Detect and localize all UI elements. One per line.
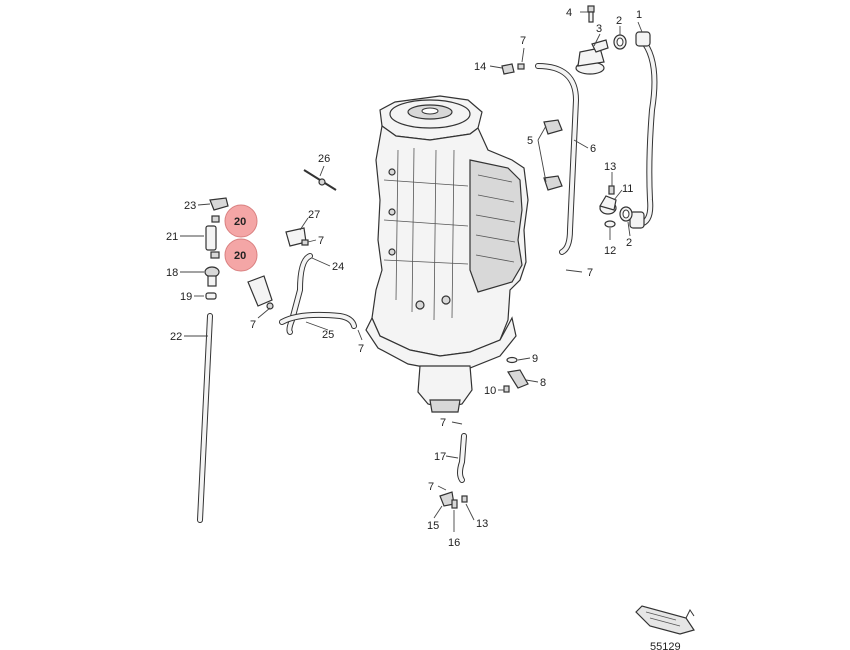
fitting-13-bottom [461, 495, 468, 503]
tube-21 [205, 225, 217, 251]
callout-27: 27 [308, 209, 320, 221]
hose-17 [457, 433, 467, 483]
callout-15: 15 [427, 520, 439, 532]
callout-20-bottom: 20 [234, 250, 246, 262]
callout-24: 24 [332, 261, 344, 273]
callout-6: 6 [590, 143, 596, 155]
callout-7-bottom: 7 [428, 481, 434, 493]
callout-22: 22 [170, 331, 182, 343]
callout-26: 26 [318, 153, 330, 165]
callout-21: 21 [166, 231, 178, 243]
highlight-20-bottom[interactable] [210, 238, 258, 272]
fitting-11 [599, 195, 617, 215]
clip-5 [543, 119, 563, 191]
callout-7-lower: 7 [440, 417, 446, 429]
callout-16: 16 [448, 537, 460, 549]
tube-6 [535, 63, 579, 255]
engine-block [365, 95, 529, 413]
callout-7-bracket: 7 [250, 319, 256, 331]
callout-13-top: 13 [604, 161, 616, 173]
gasket-12 [604, 220, 616, 228]
fitting-19 [205, 292, 217, 300]
callout-25: 25 [322, 329, 334, 341]
callout-5: 5 [527, 135, 533, 147]
callout-20-top: 20 [234, 216, 246, 228]
oring-9 [506, 356, 518, 364]
callout-11: 11 [622, 183, 633, 195]
callout-7-hose25: 7 [358, 343, 364, 355]
callout-14: 14 [474, 61, 486, 73]
tube-22 [197, 313, 213, 523]
callout-7-fitting27: 7 [318, 235, 324, 247]
callout-9: 9 [532, 353, 538, 365]
callout-13-bottom: 13 [476, 518, 488, 530]
figure-id: 55129 [650, 641, 681, 650]
hose-25 [279, 311, 357, 329]
callout-19: 19 [180, 291, 192, 303]
screw-13-top [608, 185, 615, 195]
callout-18: 18 [166, 267, 178, 279]
figure-id-block: 55129 [635, 605, 695, 650]
leader-lines [180, 11, 643, 532]
screw-10 [503, 385, 510, 393]
callout-7-top: 7 [520, 35, 526, 47]
screw-4 [587, 5, 595, 23]
hose-24 [286, 253, 313, 335]
callout-23: 23 [184, 200, 196, 212]
bracket [247, 275, 274, 310]
callout-2-bottom: 2 [626, 237, 632, 249]
fitting-8 [507, 369, 529, 389]
fitting-27 [285, 227, 309, 247]
callout-4: 4 [566, 7, 572, 19]
fitting-23 [209, 197, 229, 211]
callout-labels: 1 2 2 3 4 5 6 7 7 7 7 7 7 7 8 9 10 11 12… [166, 7, 642, 549]
highlight-20-top[interactable] [211, 204, 258, 238]
callout-10: 10 [484, 385, 496, 397]
screw-16 [451, 499, 458, 509]
hose-1 [629, 31, 658, 229]
sensor-26 [303, 169, 337, 191]
outboard-boat-icon [635, 605, 695, 635]
callout-3: 3 [596, 23, 602, 35]
clamp-2-bottom [619, 206, 633, 222]
fitting-14 [501, 63, 515, 75]
fitting-3 [575, 39, 609, 75]
plug-7-top [517, 63, 525, 70]
callout-17: 17 [434, 451, 446, 463]
callout-8: 8 [540, 377, 546, 389]
callout-1: 1 [636, 9, 642, 21]
sender-18 [204, 266, 220, 287]
callout-12: 12 [604, 245, 616, 257]
clamp-2-top [613, 34, 627, 50]
callout-2-top: 2 [616, 15, 622, 27]
callout-7-right: 7 [587, 267, 593, 279]
